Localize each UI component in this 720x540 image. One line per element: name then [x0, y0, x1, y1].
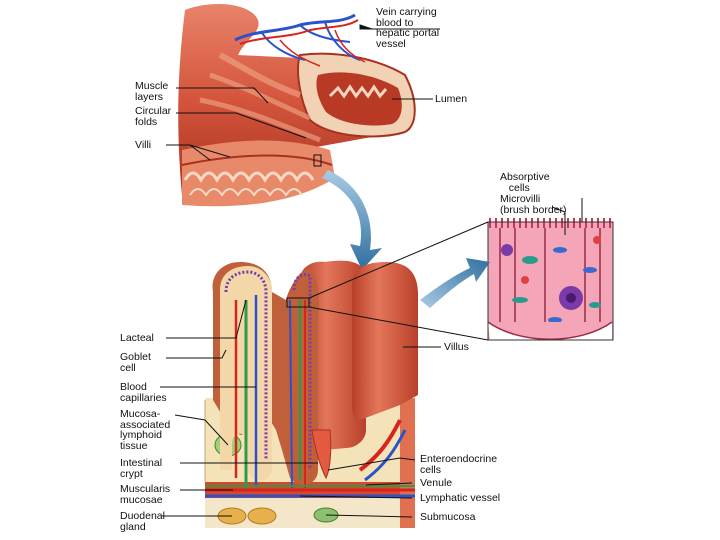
lacteal-label: Lacteal — [120, 333, 154, 344]
lumen-label: Lumen — [435, 94, 467, 105]
muscle-layers-label: Muscle layers — [135, 81, 168, 102]
zoom-arrow-down — [322, 170, 382, 270]
duodenal-gland-label: Duodenal gland — [120, 511, 165, 532]
zoom-arrow-inset — [420, 258, 490, 308]
goblet-cell-label: Goblet cell — [120, 352, 151, 373]
intestinal-crypt-label: Intestinal crypt — [120, 458, 162, 479]
enteroendocrine-cells-label: Enteroendocrine cells — [420, 454, 497, 475]
lymphatic-vessel-label: Lymphatic vessel — [420, 493, 500, 504]
villi-label: Villi — [135, 140, 151, 151]
vein-label: Vein carrying blood to hepatic portal ve… — [376, 7, 439, 49]
absorptive-cells-inset — [488, 218, 613, 340]
circular-folds-label: Circular folds — [135, 106, 171, 127]
muscularis-mucosae-label: Muscularis mucosae — [120, 484, 170, 505]
malt-label: Mucosa- associated lymphoid tissue — [120, 409, 170, 451]
villus-label: Villus — [444, 342, 469, 353]
submucosa-label: Submucosa — [420, 512, 475, 523]
venule-label: Venule — [420, 478, 452, 489]
absorptive-cells-label: Absorptive cells — [500, 172, 550, 193]
blood-capillaries-label: Blood capillaries — [120, 382, 167, 403]
villus-block-illustration — [205, 261, 418, 528]
microvilli-label: Microvilli (brush border) — [500, 194, 567, 215]
